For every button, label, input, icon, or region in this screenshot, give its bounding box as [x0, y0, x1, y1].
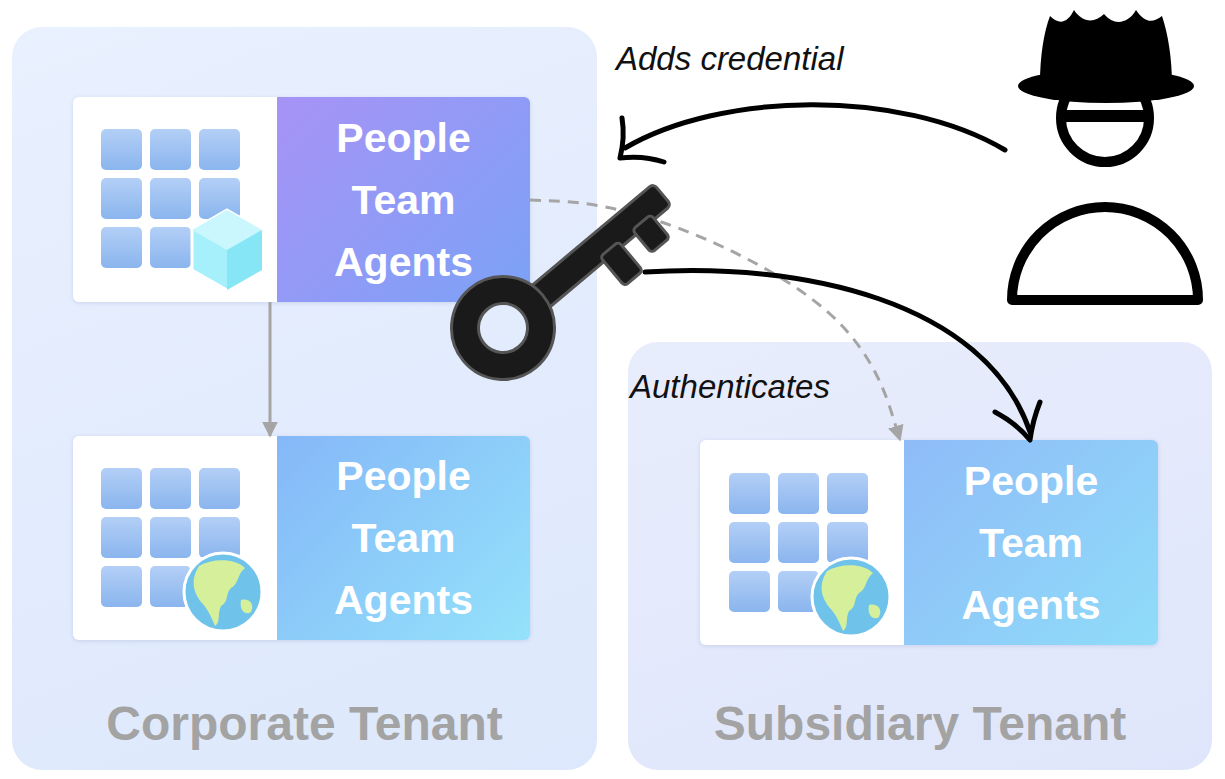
attacker-body: [1012, 207, 1198, 300]
attack-arrowhead: [620, 118, 664, 162]
app-grid-icon: [729, 473, 868, 612]
key-symbol: [449, 165, 691, 387]
edge-label: Authenticates: [630, 368, 830, 406]
tenant-name: Subsidiary Tenant: [628, 696, 1212, 752]
dashed-connector: [530, 200, 900, 440]
key-shaft: [517, 184, 671, 320]
key-ring-edge: [449, 274, 556, 381]
tenant-box: People Team AgentsPeople Team AgentsCorp…: [12, 27, 597, 770]
globe-icon: [184, 553, 262, 631]
app-grid-icon: [101, 468, 240, 607]
app-card: People Team Agents: [73, 436, 530, 640]
app-grid-icon: [101, 129, 240, 268]
key-ring: [449, 274, 556, 381]
app-name: People Team Agents: [904, 440, 1158, 645]
attacker-hat-brim: [1018, 69, 1194, 103]
attacker-mask: [1062, 110, 1150, 122]
attacker-figure: [1012, 10, 1198, 300]
connector: [269, 302, 272, 436]
cube-outline: [192, 210, 262, 290]
key-tooth: [600, 242, 643, 287]
cube-icon: [192, 210, 262, 290]
app-name: People Team Agents: [277, 97, 530, 302]
app-name: People Team Agents: [277, 436, 530, 640]
action-label: Adds credential: [616, 40, 843, 78]
cube-side: [227, 230, 262, 290]
tenant-box: People Team AgentsSubsidiary Tenant: [628, 342, 1212, 770]
attack-arrow: [625, 105, 1005, 150]
app-card: People Team Agents: [700, 440, 1158, 645]
globe-icon: [812, 558, 890, 636]
attacker-hat: [1040, 10, 1172, 84]
attacker-head: [1061, 74, 1149, 162]
cube-top: [192, 210, 262, 250]
attack-arrow: [645, 270, 1030, 432]
app-card: People Team Agents: [73, 97, 530, 302]
attack-arrowhead: [995, 402, 1040, 440]
key-tooth: [632, 215, 670, 253]
tenant-name: Corporate Tenant: [12, 696, 597, 752]
